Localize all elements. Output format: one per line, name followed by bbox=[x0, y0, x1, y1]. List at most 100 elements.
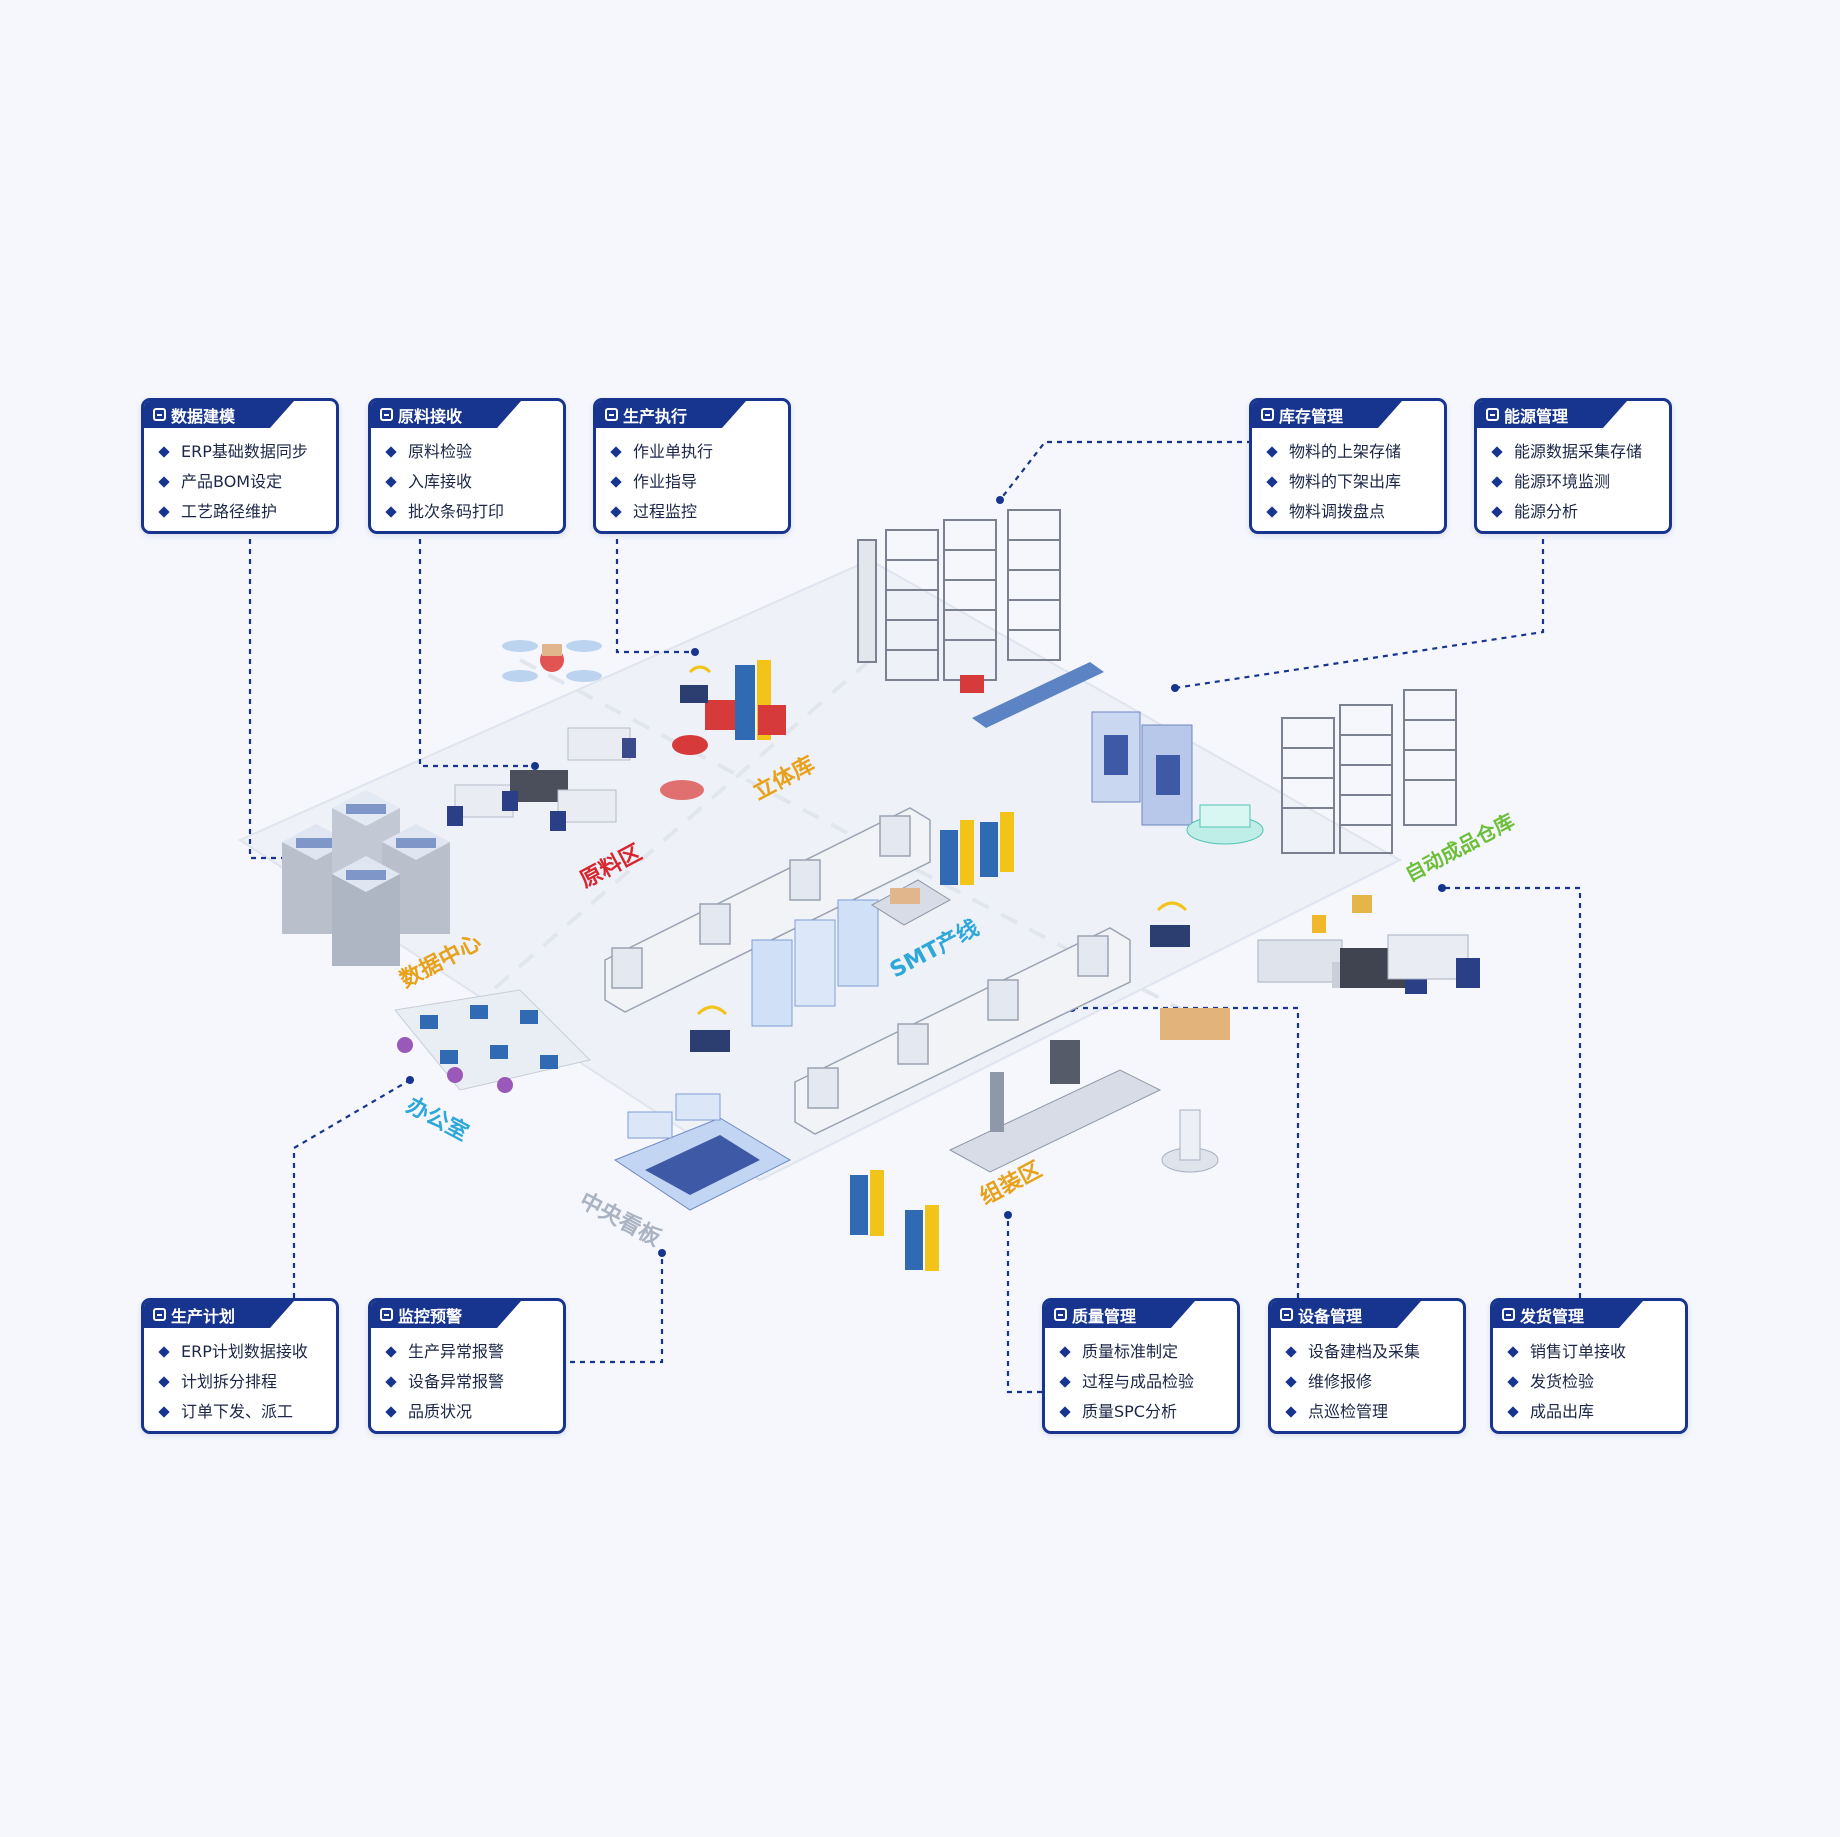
list-item: 发货检验 bbox=[1507, 1367, 1626, 1397]
zone-label-office: 办公室 bbox=[402, 1092, 472, 1146]
list-item: 原料检验 bbox=[385, 437, 504, 467]
diamond-bullet-icon bbox=[385, 1376, 397, 1388]
diamond-bullet-icon bbox=[385, 1346, 397, 1358]
shipping-trucks bbox=[1257, 895, 1480, 994]
list-item: 作业单执行 bbox=[610, 437, 713, 467]
database-icon bbox=[153, 408, 166, 421]
module-inventory-management: 库存管理 物料的上架存储 物料的下架出库 物料调拨盘点 bbox=[1249, 398, 1447, 534]
module-equipment-management: 设备管理 设备建档及采集 维修报修 点巡检管理 bbox=[1268, 1298, 1466, 1434]
list-item: 质量标准制定 bbox=[1059, 1337, 1194, 1367]
connector-material-receiving bbox=[418, 539, 535, 768]
list-item: 物料调拨盘点 bbox=[1266, 497, 1401, 527]
list-item: 设备建档及采集 bbox=[1285, 1337, 1420, 1367]
list-item: 物料的下架出库 bbox=[1266, 467, 1401, 497]
upper-warehouse-racks bbox=[857, 509, 1061, 681]
diamond-bullet-icon bbox=[1507, 1376, 1519, 1388]
diamond-bullet-icon bbox=[1059, 1346, 1071, 1358]
diamond-bullet-icon bbox=[1507, 1346, 1519, 1358]
diamond-bullet-icon bbox=[1507, 1406, 1519, 1418]
list-item: 维修报修 bbox=[1285, 1367, 1420, 1397]
diamond-bullet-icon bbox=[1285, 1406, 1297, 1418]
diamond-bullet-icon bbox=[158, 1346, 170, 1358]
diamond-bullet-icon bbox=[1266, 446, 1278, 458]
module-data-modeling: 数据建模 ERP基础数据同步 产品BOM设定 工艺路径维护 bbox=[141, 398, 339, 534]
diamond-bullet-icon bbox=[1285, 1346, 1297, 1358]
smt-shelves bbox=[871, 812, 1014, 926]
module-shipping-management: 发货管理 销售订单接收 发货检验 成品出库 bbox=[1490, 1298, 1688, 1434]
diamond-bullet-icon bbox=[1266, 476, 1278, 488]
connector-production-execution bbox=[615, 539, 695, 654]
module-title: 原料接收 bbox=[398, 406, 463, 426]
zone-label-finished-warehouse: 自动成品仓库 bbox=[1401, 809, 1518, 887]
office-workstations bbox=[394, 989, 591, 1093]
zone-label-central-board: 中央看板 bbox=[575, 1187, 666, 1252]
calendar-icon bbox=[153, 1308, 166, 1321]
diamond-bullet-icon bbox=[1266, 506, 1278, 518]
assembly-robots bbox=[850, 1008, 1230, 1271]
clipboard-icon bbox=[605, 408, 618, 421]
connector-inventory bbox=[999, 440, 1252, 501]
list-item: 过程与成品检验 bbox=[1059, 1367, 1194, 1397]
diamond-bullet-icon bbox=[385, 506, 397, 518]
list-item: 物料的上架存储 bbox=[1266, 437, 1401, 467]
monitor-icon bbox=[1280, 1308, 1293, 1321]
smt-lines bbox=[604, 807, 1131, 1135]
truck-icon bbox=[1502, 1308, 1515, 1321]
module-production-planning: 生产计划 ERP计划数据接收 计划拆分排程 订单下发、派工 bbox=[141, 1298, 339, 1434]
diamond-bullet-icon bbox=[158, 1376, 170, 1388]
connector-shipping bbox=[1442, 886, 1582, 1298]
connector-data-modeling bbox=[248, 539, 300, 860]
list-item: 批次条码打印 bbox=[385, 497, 504, 527]
module-production-execution: 生产执行 作业单执行 作业指导 过程监控 bbox=[593, 398, 791, 534]
module-monitoring-alerts: 监控预警 生产异常报警 设备异常报警 品质状况 bbox=[368, 1298, 566, 1434]
warehouse-icon bbox=[1261, 408, 1274, 421]
list-item: 点巡检管理 bbox=[1285, 1397, 1420, 1427]
list-item: 能源分析 bbox=[1491, 497, 1642, 527]
list-item: 作业指导 bbox=[610, 467, 713, 497]
finished-warehouse-racks bbox=[1281, 689, 1457, 854]
diamond-bullet-icon bbox=[158, 476, 170, 488]
diamond-bullet-icon bbox=[1491, 506, 1503, 518]
list-item: 能源数据采集存储 bbox=[1491, 437, 1642, 467]
list-item: ERP基础数据同步 bbox=[158, 437, 308, 467]
energy-icon bbox=[1486, 408, 1499, 421]
connector-monitoring bbox=[570, 1253, 664, 1364]
alarm-icon bbox=[380, 1308, 393, 1321]
list-item: 产品BOM设定 bbox=[158, 467, 308, 497]
list-item: 工艺路径维护 bbox=[158, 497, 308, 527]
energy-equipment bbox=[1091, 711, 1264, 845]
connector-energy bbox=[1174, 539, 1545, 690]
diamond-bullet-icon bbox=[610, 446, 622, 458]
diamond-bullet-icon bbox=[1285, 1376, 1297, 1388]
module-title: 设备管理 bbox=[1298, 1306, 1363, 1326]
wifi-gateways bbox=[690, 901, 1190, 1052]
list-item: 订单下发、派工 bbox=[158, 1397, 308, 1427]
diamond-bullet-icon bbox=[610, 506, 622, 518]
connector-quality bbox=[1006, 1215, 1042, 1394]
module-title: 监控预警 bbox=[398, 1306, 463, 1326]
diamond-bullet-icon bbox=[1059, 1376, 1071, 1388]
module-material-receiving: 原料接收 原料检验 入库接收 批次条码打印 bbox=[368, 398, 566, 534]
list-item: 设备异常报警 bbox=[385, 1367, 504, 1397]
diamond-bullet-icon bbox=[1491, 476, 1503, 488]
list-item: ERP计划数据接收 bbox=[158, 1337, 308, 1367]
list-item: 质量SPC分析 bbox=[1059, 1397, 1194, 1427]
module-title: 能源管理 bbox=[1504, 406, 1569, 426]
drone-icon bbox=[502, 640, 602, 682]
diamond-bullet-icon bbox=[385, 476, 397, 488]
list-item: 销售订单接收 bbox=[1507, 1337, 1626, 1367]
box-icon bbox=[380, 408, 393, 421]
module-title: 质量管理 bbox=[1072, 1306, 1137, 1326]
diamond-bullet-icon bbox=[158, 446, 170, 458]
module-title: 数据建模 bbox=[171, 406, 236, 426]
material-trucks bbox=[447, 727, 636, 831]
connector-planning bbox=[292, 1079, 411, 1298]
module-title: 发货管理 bbox=[1520, 1306, 1585, 1326]
list-item: 计划拆分排程 bbox=[158, 1367, 308, 1397]
list-item: 成品出库 bbox=[1507, 1397, 1626, 1427]
list-item: 品质状况 bbox=[385, 1397, 504, 1427]
stereo-warehouse-robots bbox=[660, 660, 786, 800]
diamond-bullet-icon bbox=[1491, 446, 1503, 458]
central-board-console bbox=[613, 1093, 792, 1211]
